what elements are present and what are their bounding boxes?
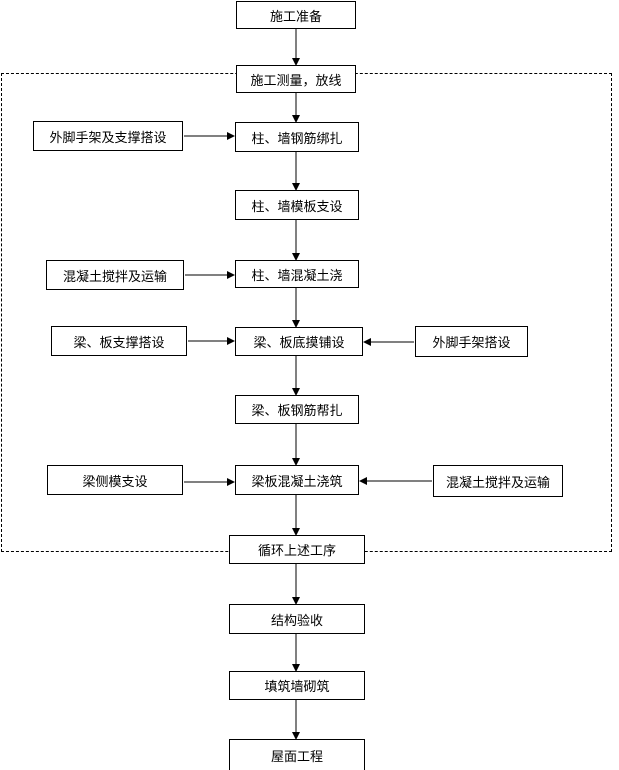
node-formwork-column: 柱、墙模板支设 xyxy=(235,190,359,220)
node-masonry: 填筑墙砌筑 xyxy=(229,671,365,700)
side-mix-transport-2: 混凝土搅拌及运输 xyxy=(433,465,563,497)
side-scaffold: 外脚手架搭设 xyxy=(415,326,528,357)
side-mix-transport-1: 混凝土搅拌及运输 xyxy=(46,260,184,290)
node-cycle: 循环上述工序 xyxy=(229,535,365,564)
node-acceptance: 结构验收 xyxy=(229,604,365,634)
node-rebar-column: 柱、墙钢筋绑扎 xyxy=(235,122,359,152)
node-rebar-beam: 梁、板钢筋帮扎 xyxy=(235,395,359,424)
side-side-formwork: 梁侧模支设 xyxy=(47,465,183,495)
side-beam-support: 梁、板支撑搭设 xyxy=(51,326,187,356)
node-concrete-beam: 梁板混凝土浇筑 xyxy=(235,465,359,495)
node-slab-formwork: 梁、板底摸铺设 xyxy=(235,327,363,356)
node-prep: 施工准备 xyxy=(236,1,356,29)
node-roof: 屋面工程 xyxy=(229,739,365,770)
node-concrete-column: 柱、墙混凝土浇 xyxy=(235,260,359,288)
side-scaffold-support: 外脚手架及支撑搭设 xyxy=(33,121,183,151)
node-survey: 施工测量，放线 xyxy=(236,65,356,93)
